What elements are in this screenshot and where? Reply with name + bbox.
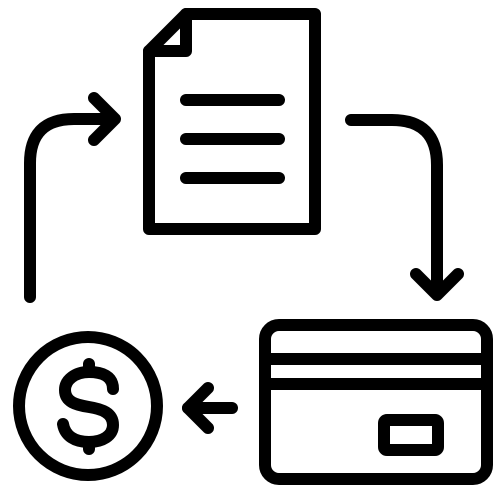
coin-circle	[13, 331, 163, 481]
document-icon	[143, 8, 321, 235]
card-chip	[378, 414, 444, 456]
arrow-document-to-card-shaft	[345, 114, 443, 300]
arrow-coin-to-document-icon	[24, 92, 121, 303]
dollar-s-curve	[57, 366, 119, 448]
document-folded-corner	[143, 8, 192, 57]
dollar-coin-icon	[13, 331, 163, 481]
card-outline	[259, 319, 493, 485]
arrow-coin-to-document-head	[88, 92, 121, 146]
arrow-card-to-coin-head	[182, 382, 214, 434]
arrow-coin-to-document-shaft	[24, 113, 119, 303]
arrow-card-to-coin-icon	[182, 382, 238, 434]
arrow-document-to-card-head	[410, 268, 464, 301]
document-outline	[143, 8, 321, 235]
arrow-document-to-card-icon	[345, 114, 464, 301]
credit-card-icon	[259, 319, 493, 485]
